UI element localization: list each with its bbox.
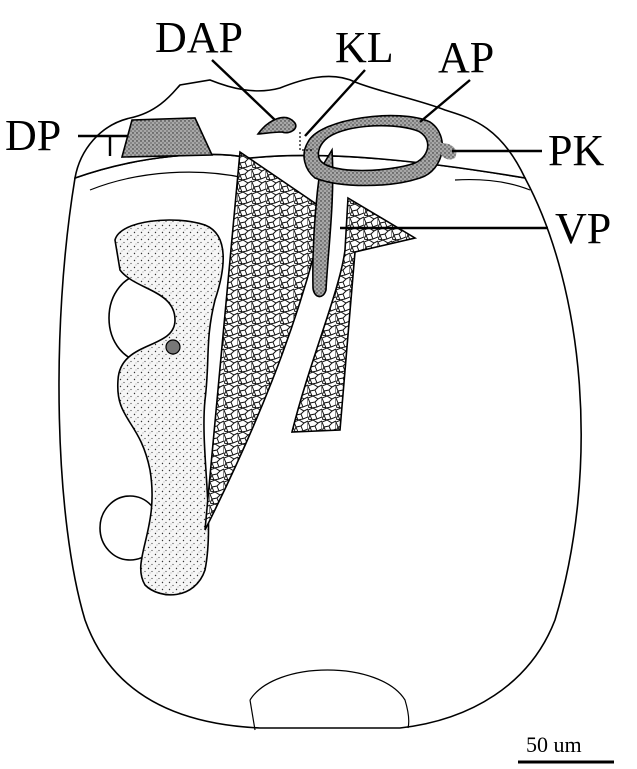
label-vp: VP [555, 204, 611, 253]
label-ap: AP [438, 33, 494, 82]
label-dp: DP [5, 111, 61, 160]
micronucleus [166, 340, 180, 354]
label-kl: KL [335, 23, 394, 72]
label-pk: PK [548, 126, 604, 175]
label-dap: DAP [155, 13, 243, 62]
dp-plate [122, 118, 212, 157]
scale-bar-label: 50 um [526, 732, 582, 757]
